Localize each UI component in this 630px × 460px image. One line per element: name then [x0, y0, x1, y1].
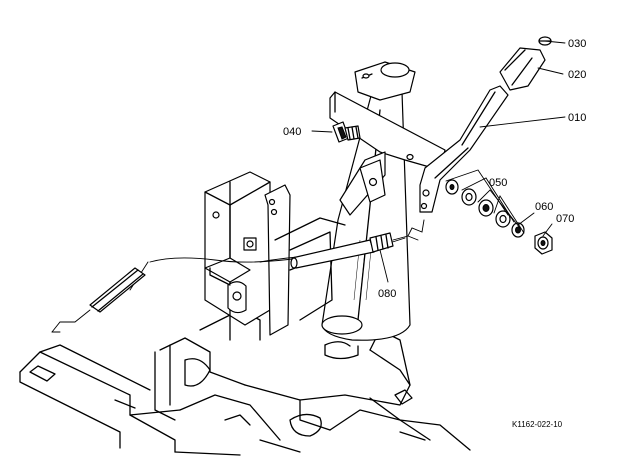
washer-stack [445, 179, 511, 228]
cable-bracket [204, 257, 251, 286]
callout-050: 050 [489, 177, 507, 189]
left-support [204, 171, 346, 341]
lever-grip [499, 47, 546, 91]
callout-020: 020 [568, 69, 586, 81]
callout-030: 030 [568, 38, 586, 50]
callout-080: 080 [378, 288, 396, 300]
throttle-cable [51, 219, 425, 333]
leader-lines [311, 40, 566, 283]
throttle-lever [419, 85, 509, 213]
bolt [332, 121, 361, 143]
callout-060: 060 [535, 201, 553, 213]
spring-washer [511, 222, 525, 238]
nut [534, 231, 553, 255]
callout-010: 010 [568, 112, 586, 124]
callout-040: 040 [283, 126, 301, 138]
figure-code: K1162-022-10 [512, 420, 563, 429]
callout-070: 070 [556, 213, 574, 225]
